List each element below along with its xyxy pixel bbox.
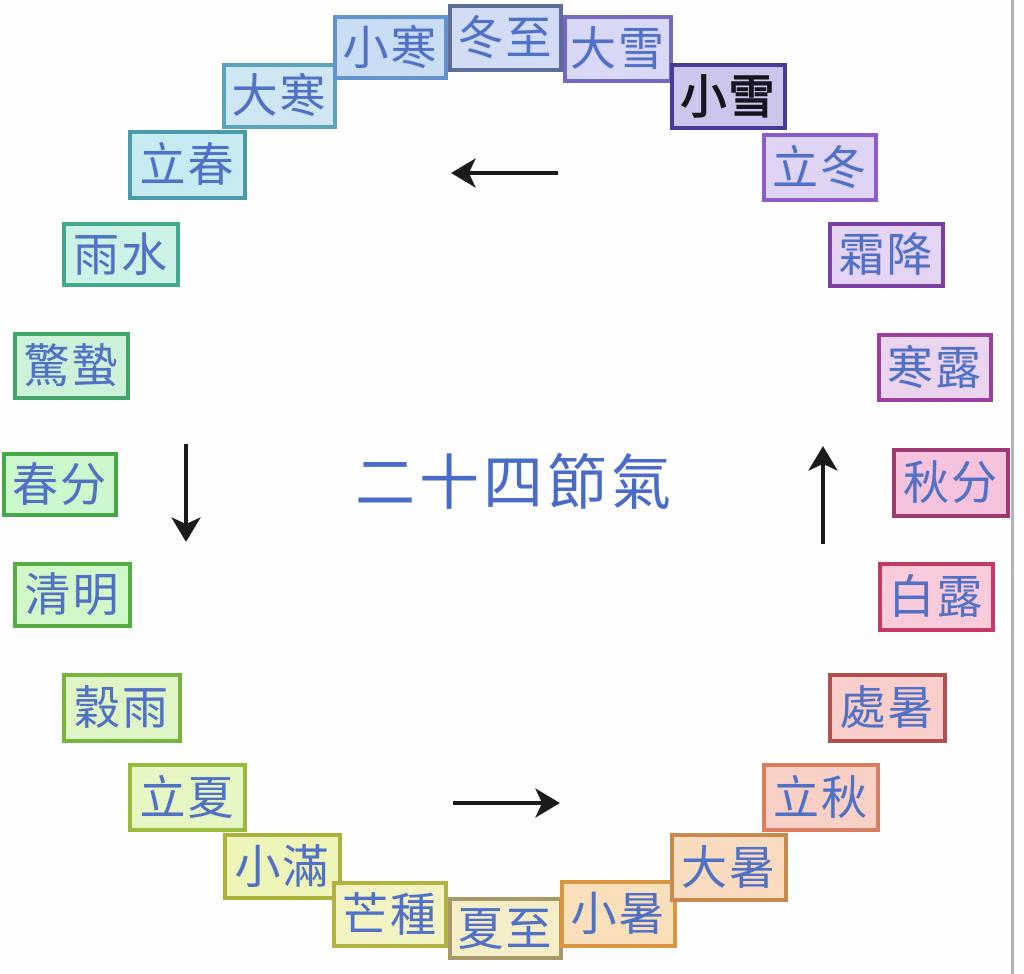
term-xiaoxue: 小雪: [670, 63, 787, 130]
term-chunfen: 春分: [2, 452, 118, 517]
term-xiaohan: 小寒: [333, 15, 448, 80]
term-dashu: 大暑: [670, 833, 788, 902]
term-lidong: 立冬: [762, 133, 878, 202]
term-xiaoman: 小滿: [223, 833, 342, 900]
term-lichun: 立春: [128, 130, 247, 200]
term-dahan: 大寒: [222, 63, 337, 129]
arrow-left-icon: [451, 158, 558, 188]
arrow-right-icon: [453, 788, 560, 818]
term-lixia: 立夏: [128, 763, 247, 832]
term-guyu: 穀雨: [62, 673, 182, 743]
term-mangzhong: 芒種: [332, 881, 448, 948]
term-yushui: 雨水: [62, 222, 180, 287]
term-xiaoshu: 小暑: [560, 880, 677, 948]
term-hanlu: 寒露: [877, 333, 993, 402]
term-dongzhi: 冬至: [448, 4, 563, 72]
diagram-title: 二十四節氣: [355, 449, 675, 517]
term-daxue: 大雪: [563, 15, 673, 83]
term-qiufen: 秋分: [892, 448, 1010, 518]
term-bailu: 白露: [878, 562, 995, 632]
page-edge-line: [1011, 0, 1014, 974]
term-chushu: 處暑: [828, 673, 947, 743]
term-liqiu: 立秋: [762, 763, 880, 832]
term-xiazhi: 夏至: [448, 897, 563, 960]
term-qingming: 清明: [13, 562, 132, 628]
term-jingzhe: 驚蟄: [13, 332, 130, 400]
arrow-up-icon: [808, 446, 838, 544]
arrow-down-icon: [171, 444, 201, 542]
term-shuangjiang: 霜降: [828, 222, 945, 288]
